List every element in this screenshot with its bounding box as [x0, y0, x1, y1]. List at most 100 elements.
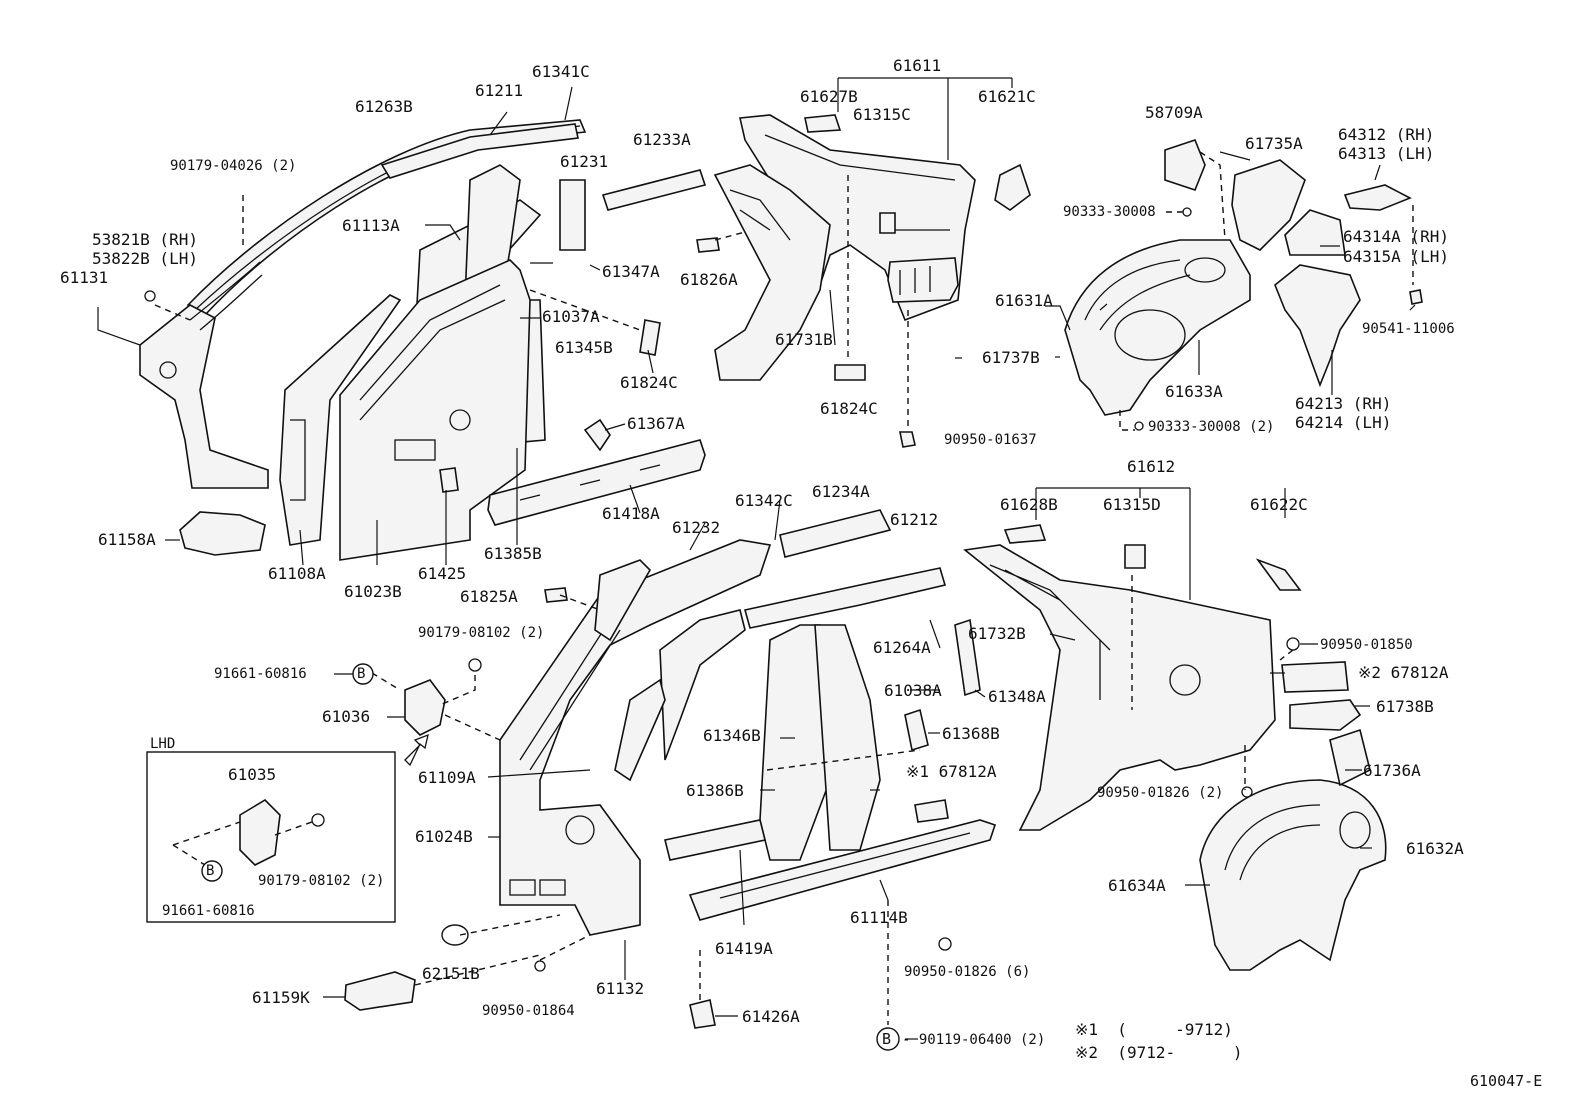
label-64312: 64312 (RH) — [1338, 125, 1435, 144]
label-61738B: 61738B — [1376, 697, 1434, 716]
label-61345B: 61345B — [555, 338, 613, 357]
label-61632A: 61632A — [1406, 839, 1464, 858]
label-61346B: 61346B — [703, 726, 761, 745]
label-61426A: 61426A — [742, 1007, 800, 1026]
label-61347A: 61347A — [602, 262, 660, 281]
label-61023B: 61023B — [344, 582, 402, 601]
leader-lines — [97, 77, 1416, 1040]
dashed-connectors — [154, 151, 1414, 1025]
label-90541-11006: 90541-11006 — [1362, 321, 1455, 337]
label-61627B: 61627B — [800, 87, 858, 106]
label-61611: 61611 — [893, 56, 942, 75]
rocker-61418A — [487, 439, 706, 526]
b-marker-1 — [352, 663, 374, 685]
label-61212: 61212 — [890, 510, 939, 529]
label-61109A: 61109A — [418, 768, 476, 787]
label-61233A: 61233A — [633, 130, 691, 149]
label-61732B: 61732B — [968, 624, 1026, 643]
b-marker-3-letter: B — [882, 1030, 892, 1048]
label-64314A: 64314A (RH) — [1343, 227, 1449, 246]
lhd-box-title: LHD — [150, 736, 176, 752]
label-61131: 61131 — [60, 268, 109, 287]
parts-lower-right — [1241, 637, 1371, 798]
label-61342C: 61342C — [735, 491, 793, 510]
label-90333-30008: 90333-30008 — [1063, 204, 1156, 220]
label-90950-01864: 90950-01864 — [482, 1003, 575, 1019]
inner-panel-61108A — [279, 294, 402, 546]
lhd-bracket-61035 — [239, 798, 325, 866]
roof-side-rail-61211 — [186, 119, 587, 317]
note-2: ※2 (9712- ) — [1075, 1043, 1243, 1062]
label-61737B: 61737B — [982, 348, 1040, 367]
label-61385B: 61385B — [484, 544, 542, 563]
label-61231: 61231 — [560, 152, 609, 171]
label-61735A: 61735A — [1245, 134, 1303, 153]
label-61024B: 61024B — [415, 827, 473, 846]
label-61736A: 61736A — [1363, 761, 1421, 780]
label-90179-08102-main: 90179-08102 (2) — [418, 625, 545, 641]
label-58709A: 58709A — [1145, 103, 1203, 122]
quarter-panel-61612 — [963, 524, 1302, 831]
label-53821B: 53821B (RH) — [92, 230, 198, 249]
label-61386B: 61386B — [686, 781, 744, 800]
label-61211: 61211 — [475, 81, 524, 100]
label-61315C: 61315C — [853, 105, 911, 124]
diagram-id: 610047-E — [1470, 1072, 1543, 1090]
roof-rail-61212 — [594, 509, 947, 642]
label-53822B: 53822B (LH) — [92, 249, 198, 268]
parts-upper-right — [1134, 139, 1423, 431]
quarter-panel-61611 — [696, 114, 1031, 448]
label-90333-30008-2: 90333-30008 (2) — [1148, 419, 1275, 435]
b-marker-3 — [876, 1027, 900, 1051]
label-90950-01826-6: 90950-01826 (6) — [904, 964, 1031, 980]
label-61263B: 61263B — [355, 97, 413, 116]
label-64315A: 64315A (LH) — [1343, 247, 1449, 266]
label-61132: 61132 — [596, 979, 645, 998]
label-61628B: 61628B — [1000, 495, 1058, 514]
label-90179-08102-lhd: 90179-08102 (2) — [258, 873, 385, 889]
label-61368B: 61368B — [942, 724, 1000, 743]
b-marker-2-letter: B — [206, 863, 215, 879]
small-parts-upper-left — [144, 290, 611, 493]
label-61038A: 61038A — [884, 681, 942, 700]
label-90179-04026: 90179-04026 (2) — [170, 158, 297, 174]
label-64313: 64313 (LH) — [1338, 144, 1435, 163]
center-pillar-61038A — [614, 609, 881, 861]
label-61731B: 61731B — [775, 330, 833, 349]
label-90950-01850: 90950-01850 — [1320, 637, 1413, 653]
label-61264A: 61264A — [873, 638, 931, 657]
label-61113A: 61113A — [342, 216, 400, 235]
label-90950-01637: 90950-01637 — [944, 432, 1037, 448]
label-90950-01826-2: 90950-01826 (2) — [1097, 785, 1224, 801]
label-61108A: 61108A — [268, 564, 326, 583]
label-61159K: 61159K — [252, 988, 310, 1007]
label-64213: 64213 (RH) — [1295, 394, 1392, 413]
label-61367A: 61367A — [627, 414, 685, 433]
front-pillar-61131 — [139, 261, 269, 489]
b-marker-2 — [201, 860, 223, 882]
label-61035: 61035 — [228, 765, 277, 784]
label-91661-60816-lhd: 91661-60816 — [162, 903, 255, 919]
label-61425: 61425 — [418, 564, 467, 583]
label-61633A: 61633A — [1165, 382, 1223, 401]
label-61037A: 61037A — [542, 307, 600, 326]
label-61419A: 61419A — [715, 939, 773, 958]
small-parts-lower-middle — [344, 587, 981, 1029]
label-90119-06400: - 90119-06400 (2) — [902, 1032, 1046, 1048]
label-61036: 61036 — [322, 707, 371, 726]
bracket-61158A — [179, 511, 266, 556]
label-62151B: 62151B — [422, 964, 480, 983]
front-side-panel-61024B — [499, 539, 772, 936]
label-61158A: 61158A — [98, 530, 156, 549]
label-61348A: 61348A — [988, 687, 1046, 706]
label-61824C-upper-left: 61824C — [620, 373, 678, 392]
label-64214: 64214 (LH) — [1295, 413, 1392, 432]
lhd-box — [146, 751, 396, 923]
b-marker-1-letter: B — [357, 666, 366, 682]
label-61234A: 61234A — [812, 482, 870, 501]
label-61315D: 61315D — [1103, 495, 1161, 514]
direction-arrow — [404, 733, 429, 767]
outer-side-panel-61023B — [339, 259, 531, 561]
